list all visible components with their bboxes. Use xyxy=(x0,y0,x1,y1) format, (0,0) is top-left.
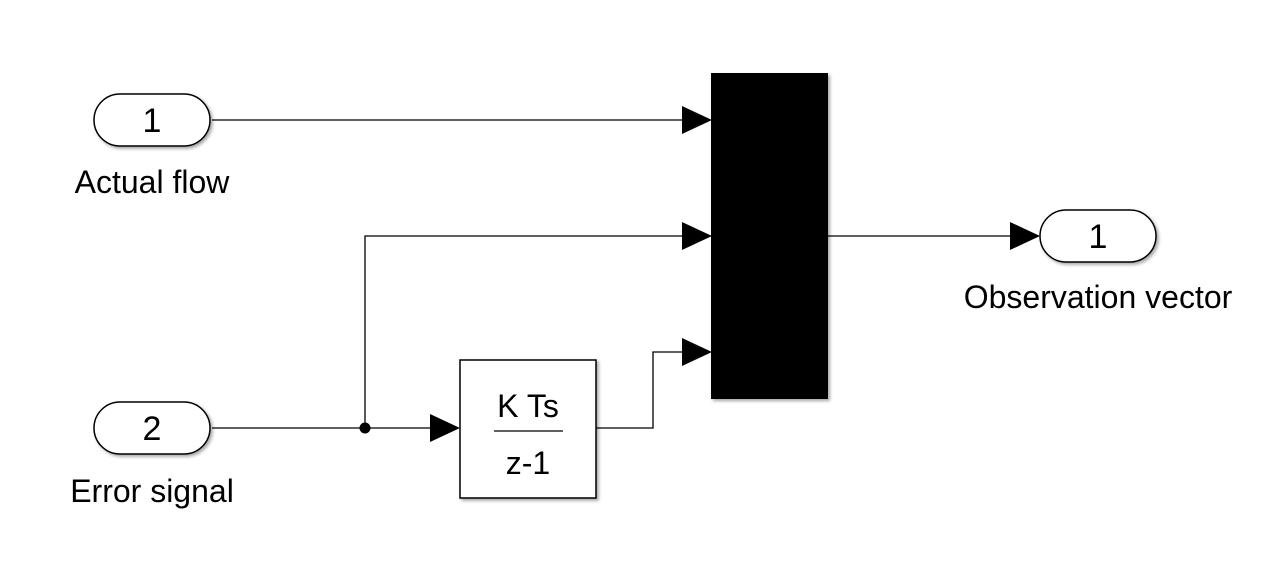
inport-1-shape[interactable] xyxy=(93,93,211,147)
integrator-shape[interactable] xyxy=(459,359,597,499)
arrowhead-integrator-input xyxy=(430,414,460,442)
arrowhead-mux-input-1 xyxy=(682,106,712,134)
arrowhead-mux-input-2 xyxy=(682,222,712,250)
branch-point xyxy=(359,422,371,434)
outport-observation-vector[interactable]: 1 Observation vector xyxy=(964,209,1233,315)
signal-line-integrator-to-mux[interactable] xyxy=(596,351,684,429)
outport-1-number: 1 xyxy=(1089,218,1108,256)
arrowheads xyxy=(430,106,1040,442)
integrator-denominator: z-1 xyxy=(506,445,550,481)
discrete-integrator-block[interactable]: K Ts z-1 xyxy=(459,359,597,499)
integrator-numerator: K Ts xyxy=(497,388,559,424)
outport-1-label: Observation vector xyxy=(964,279,1233,315)
inport-2-shape[interactable] xyxy=(93,401,211,455)
signal-lines xyxy=(212,119,1010,429)
arrowhead-mux-input-3 xyxy=(682,338,712,366)
arrowhead-outport-input xyxy=(1010,222,1040,250)
inport-actual-flow[interactable]: 1 Actual flow xyxy=(75,93,231,200)
mux-block[interactable] xyxy=(711,73,828,399)
signal-line-error-branch[interactable] xyxy=(364,235,684,428)
outport-1-shape[interactable] xyxy=(1039,209,1157,263)
inport-2-label: Error signal xyxy=(70,473,234,509)
inport-error-signal[interactable]: 2 Error signal xyxy=(70,401,234,509)
inport-1-number: 1 xyxy=(143,102,162,140)
inport-2-number: 2 xyxy=(143,410,162,448)
inport-1-label: Actual flow xyxy=(75,164,231,200)
